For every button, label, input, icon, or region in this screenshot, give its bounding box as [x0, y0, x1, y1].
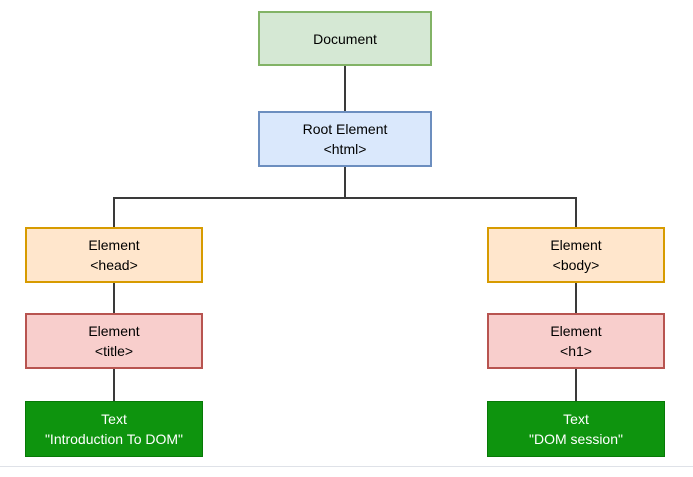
edge-head-to-title[interactable] [113, 283, 115, 313]
edge-root-to-body[interactable] [575, 197, 577, 227]
edge-title-to-text[interactable] [113, 369, 115, 401]
edge-root-to-head[interactable] [113, 197, 115, 227]
node-title-tag: <title> [94, 343, 134, 359]
node-text-title-value: "Introduction To DOM" [44, 431, 184, 447]
node-title-label: Element [88, 323, 140, 339]
edge-document-to-root[interactable] [344, 66, 346, 111]
node-element-h1[interactable]: Element <h1> [487, 313, 665, 369]
node-document-label: Document [313, 30, 377, 47]
node-element-head[interactable]: Element <head> [25, 227, 203, 283]
node-h1-tag: <h1> [560, 343, 592, 359]
node-text-title-label: Text [101, 411, 127, 427]
node-text-dom-session[interactable]: Text "DOM session" [487, 401, 665, 457]
edge-root-stub[interactable] [344, 167, 346, 198]
node-text-introduction-to-dom[interactable]: Text "Introduction To DOM" [25, 401, 203, 457]
node-element-body[interactable]: Element <body> [487, 227, 665, 283]
node-text-h1-value: "DOM session" [529, 431, 623, 447]
node-body-tag: <body> [552, 257, 600, 273]
node-head-label: Element [88, 237, 140, 253]
node-element-title[interactable]: Element <title> [25, 313, 203, 369]
node-head-tag: <head> [90, 257, 138, 273]
node-body-label: Element [550, 237, 602, 253]
node-document[interactable]: Document [258, 11, 432, 66]
node-root-element-html[interactable]: Root Element <html> [258, 111, 432, 167]
edge-branch-horizontal[interactable] [113, 197, 577, 199]
page-boundary-line [0, 466, 693, 467]
node-text-h1-label: Text [563, 411, 589, 427]
node-root-label: Root Element [302, 121, 388, 137]
edge-body-to-h1[interactable] [575, 283, 577, 313]
node-h1-label: Element [550, 323, 602, 339]
node-root-tag: <html> [323, 141, 367, 157]
edge-h1-to-text[interactable] [575, 369, 577, 401]
